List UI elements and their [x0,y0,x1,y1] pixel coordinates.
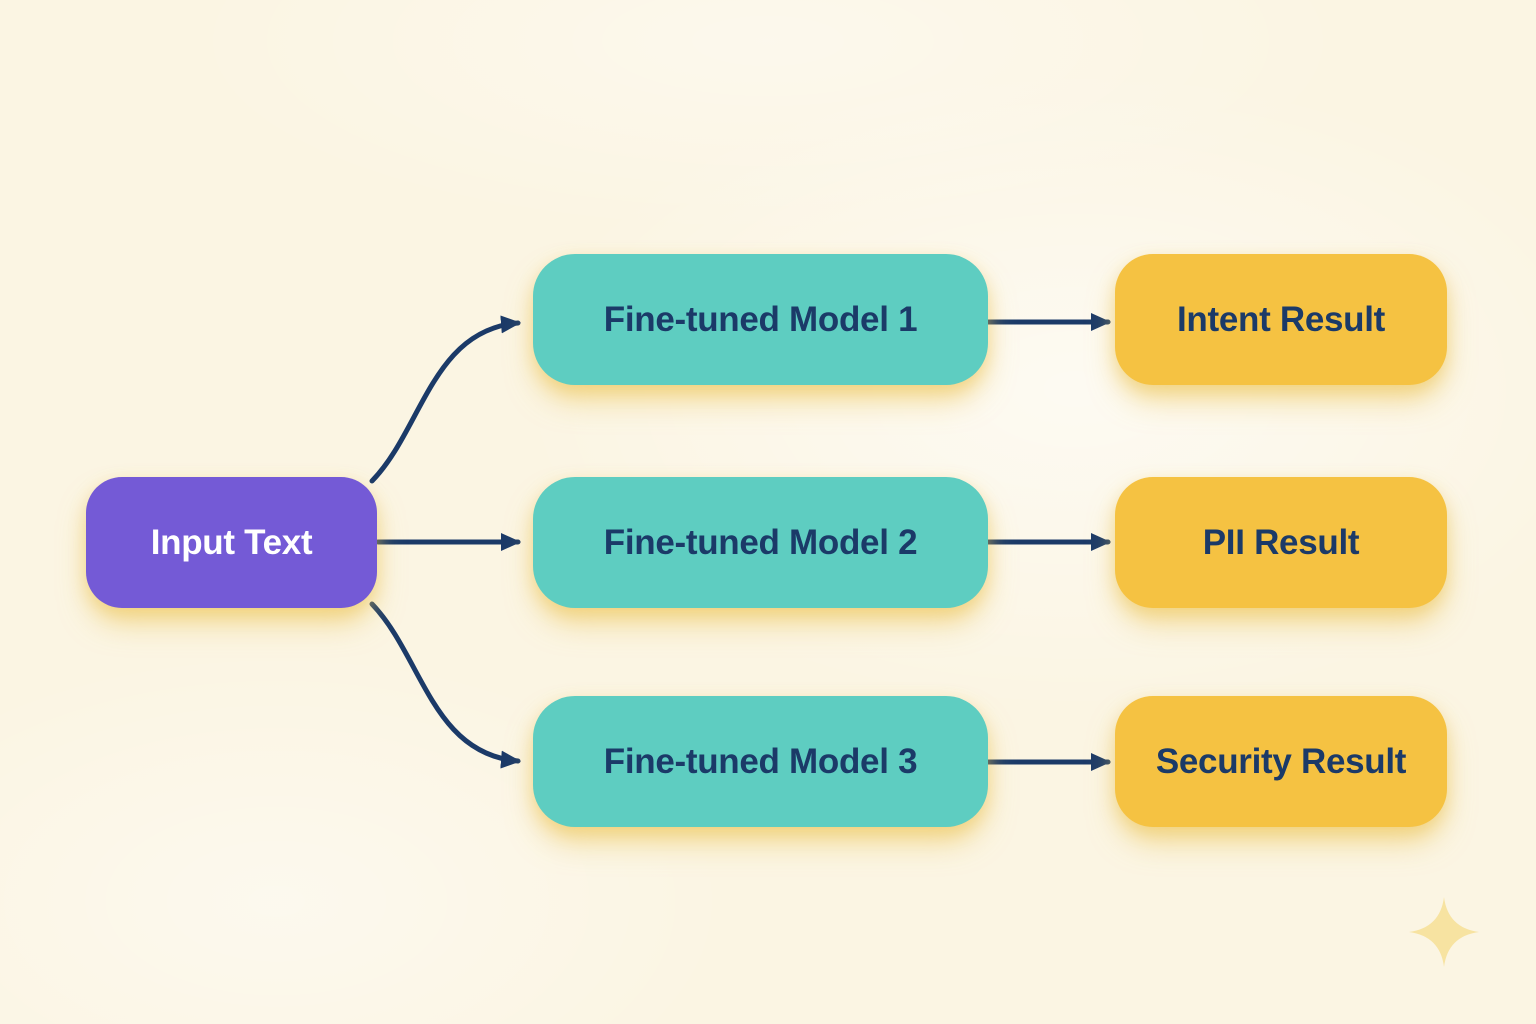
node-label: Security Result [1155,741,1407,781]
node-label: Fine-tuned Model 2 [603,522,918,562]
node-pii-result: PII Result [1115,477,1447,608]
node-label: Fine-tuned Model 3 [603,741,918,781]
node-input-text: Input Text [86,477,377,608]
sparkle-icon [1409,897,1479,967]
node-label: Intent Result [1176,299,1386,339]
arrow-input-to-model-1 [369,315,521,484]
node-fine-tuned-model-3: Fine-tuned Model 3 [533,696,988,827]
node-security-result: Security Result [1115,696,1447,827]
node-fine-tuned-model-1: Fine-tuned Model 1 [533,254,988,385]
node-intent-result: Intent Result [1115,254,1447,385]
node-label: PII Result [1202,522,1360,562]
node-label: Fine-tuned Model 1 [603,299,918,339]
node-label: Input Text [150,522,313,562]
node-fine-tuned-model-2: Fine-tuned Model 2 [533,477,988,608]
arrow-input-to-model-3 [369,601,521,769]
